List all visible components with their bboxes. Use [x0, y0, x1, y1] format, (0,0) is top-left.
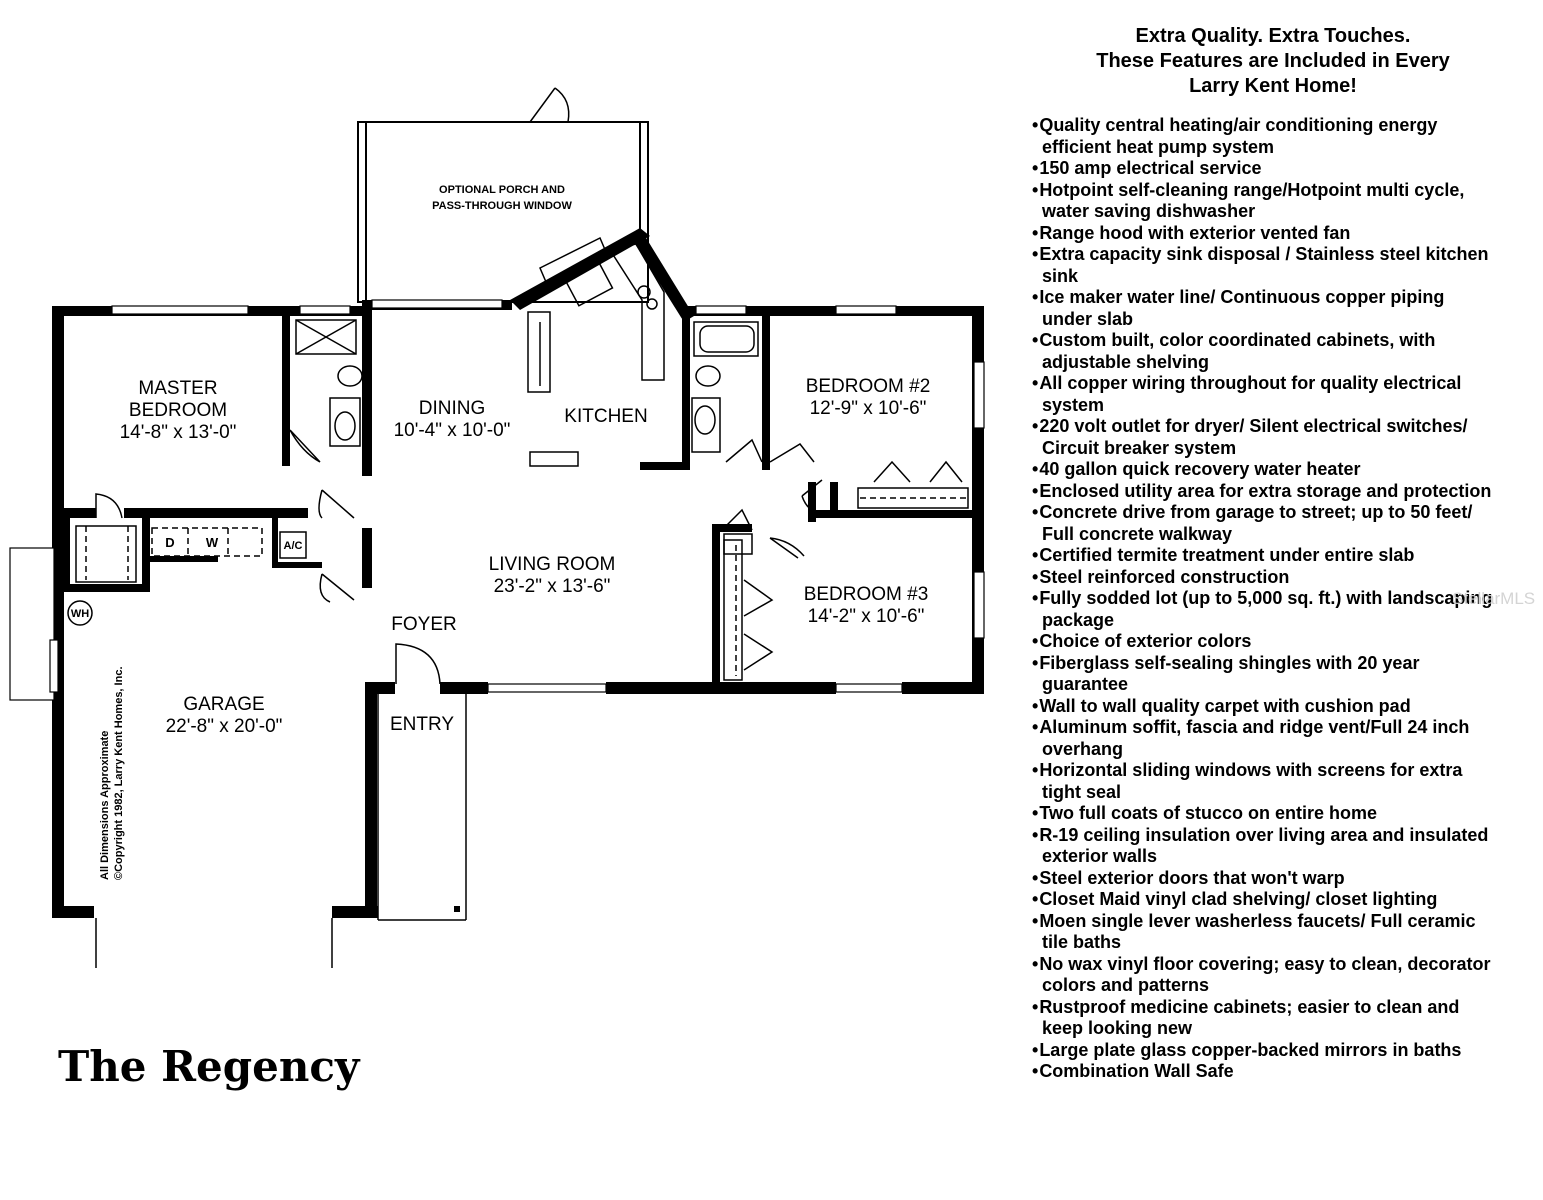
kitchen-fixtures: [527, 236, 665, 467]
kitchen-label: KITCHEN: [564, 406, 647, 427]
feature-item: Concrete drive from garage to street; up…: [1028, 502, 1498, 545]
copyright-line1: All Dimensions Approximate: [99, 731, 111, 880]
entry-walkway: [377, 694, 467, 921]
feature-list: Quality central heating/air conditioning…: [1028, 115, 1498, 1083]
features-heading-line2: These Features are Included in Every: [1096, 50, 1450, 72]
living-room-label: LIVING ROOM: [489, 554, 616, 575]
features-panel: Extra Quality. Extra Touches. These Feat…: [1028, 24, 1498, 1083]
feature-item: Wall to wall quality carpet with cushion…: [1028, 696, 1498, 718]
dining-label: DINING: [419, 398, 486, 419]
feature-item: 220 volt outlet for dryer/ Silent electr…: [1028, 416, 1498, 459]
optional-porch: OPTIONAL PORCH AND PASS-THROUGH WINDOW: [357, 87, 649, 303]
porch-note-line1: OPTIONAL PORCH AND: [439, 184, 565, 196]
feature-item: Ice maker water line/ Continuous copper …: [1028, 287, 1498, 330]
features-heading-line1: Extra Quality. Extra Touches.: [1135, 25, 1411, 47]
features-heading: Extra Quality. Extra Touches. These Feat…: [1028, 24, 1498, 99]
room-labels: MASTER BEDROOM 14'-8" x 13'-0" DINING 10…: [120, 376, 931, 737]
porch-note-line2: PASS-THROUGH WINDOW: [432, 200, 572, 212]
feature-item: Closet Maid vinyl clad shelving/ closet …: [1028, 889, 1498, 911]
feature-item: Range hood with exterior vented fan: [1028, 223, 1498, 245]
feature-item: Two full coats of stucco on entire home: [1028, 803, 1498, 825]
plan-title: The Regency: [58, 1042, 360, 1091]
washer-label: W: [206, 535, 219, 550]
feature-item: Aluminum soffit, fascia and ridge vent/F…: [1028, 717, 1498, 760]
floor-plan: OPTIONAL PORCH AND PASS-THROUGH WINDOW: [9, 87, 985, 968]
doors: [95, 429, 963, 968]
feature-item: Extra capacity sink disposal / Stainless…: [1028, 244, 1498, 287]
copyright-note: All Dimensions Approximate ©Copyright 19…: [99, 667, 125, 881]
feature-item: Hotpoint self-cleaning range/Hotpoint mu…: [1028, 180, 1498, 223]
bedroom2-dims: 12'-9" x 10'-6": [810, 398, 927, 419]
feature-item: Enclosed utility area for extra storage …: [1028, 481, 1498, 503]
feature-item: 40 gallon quick recovery water heater: [1028, 459, 1498, 481]
feature-item: Rustproof medicine cabinets; easier to c…: [1028, 997, 1498, 1040]
feature-item: 150 amp electrical service: [1028, 158, 1498, 180]
watermark: StellarMLS: [1452, 589, 1536, 608]
master-bedroom-dims: 14'-8" x 13'-0": [120, 422, 237, 443]
entry-label: ENTRY: [390, 714, 454, 735]
garage-label: GARAGE: [183, 694, 264, 715]
feature-item: Large plate glass copper-backed mirrors …: [1028, 1040, 1498, 1062]
features-heading-line3: Larry Kent Home!: [1189, 75, 1357, 97]
bedroom3-dims: 14'-2" x 10'-6": [808, 606, 925, 627]
windows: [9, 299, 985, 701]
dining-dims: 10'-4" x 10'-0": [394, 420, 511, 441]
bedroom3-label: BEDROOM #3: [804, 584, 929, 605]
garage-dims: 22'-8" x 20'-0": [166, 716, 283, 737]
dryer-label: D: [165, 535, 174, 550]
feature-item: Steel reinforced construction: [1028, 567, 1498, 589]
feature-item: Certified termite treatment under entire…: [1028, 545, 1498, 567]
bedroom2-label: BEDROOM #2: [806, 376, 931, 397]
ac-label: A/C: [284, 540, 303, 552]
copyright-line2: ©Copyright 1982, Larry Kent Homes, Inc.: [113, 667, 125, 881]
feature-item: Fully sodded lot (up to 5,000 sq. ft.) w…: [1028, 588, 1498, 631]
feature-item: Horizontal sliding windows with screens …: [1028, 760, 1498, 803]
master-bedroom-label-2: BEDROOM: [129, 400, 227, 421]
water-heater-label: WH: [71, 608, 89, 620]
feature-item: Combination Wall Safe: [1028, 1061, 1498, 1083]
living-room-dims: 23'-2" x 13'-6": [494, 576, 611, 597]
appliances: D W A/C WH: [67, 531, 307, 626]
feature-item: No wax vinyl floor covering; easy to cle…: [1028, 954, 1498, 997]
feature-item: Custom built, color coordinated cabinets…: [1028, 330, 1498, 373]
feature-item: Fiberglass self-sealing shingles with 20…: [1028, 653, 1498, 696]
bath-fixtures: [295, 319, 759, 453]
feature-item: Quality central heating/air conditioning…: [1028, 115, 1498, 158]
master-bedroom-label-1: MASTER: [138, 378, 217, 399]
feature-item: Choice of exterior colors: [1028, 631, 1498, 653]
feature-item: R-19 ceiling insulation over living area…: [1028, 825, 1498, 868]
feature-item: Steel exterior doors that won't warp: [1028, 868, 1498, 890]
closets: [75, 487, 969, 681]
feature-item: All copper wiring throughout for quality…: [1028, 373, 1498, 416]
foyer-label: FOYER: [391, 614, 456, 635]
interior-walls: [52, 306, 984, 694]
feature-item: Moen single lever washerless faucets/ Fu…: [1028, 911, 1498, 954]
